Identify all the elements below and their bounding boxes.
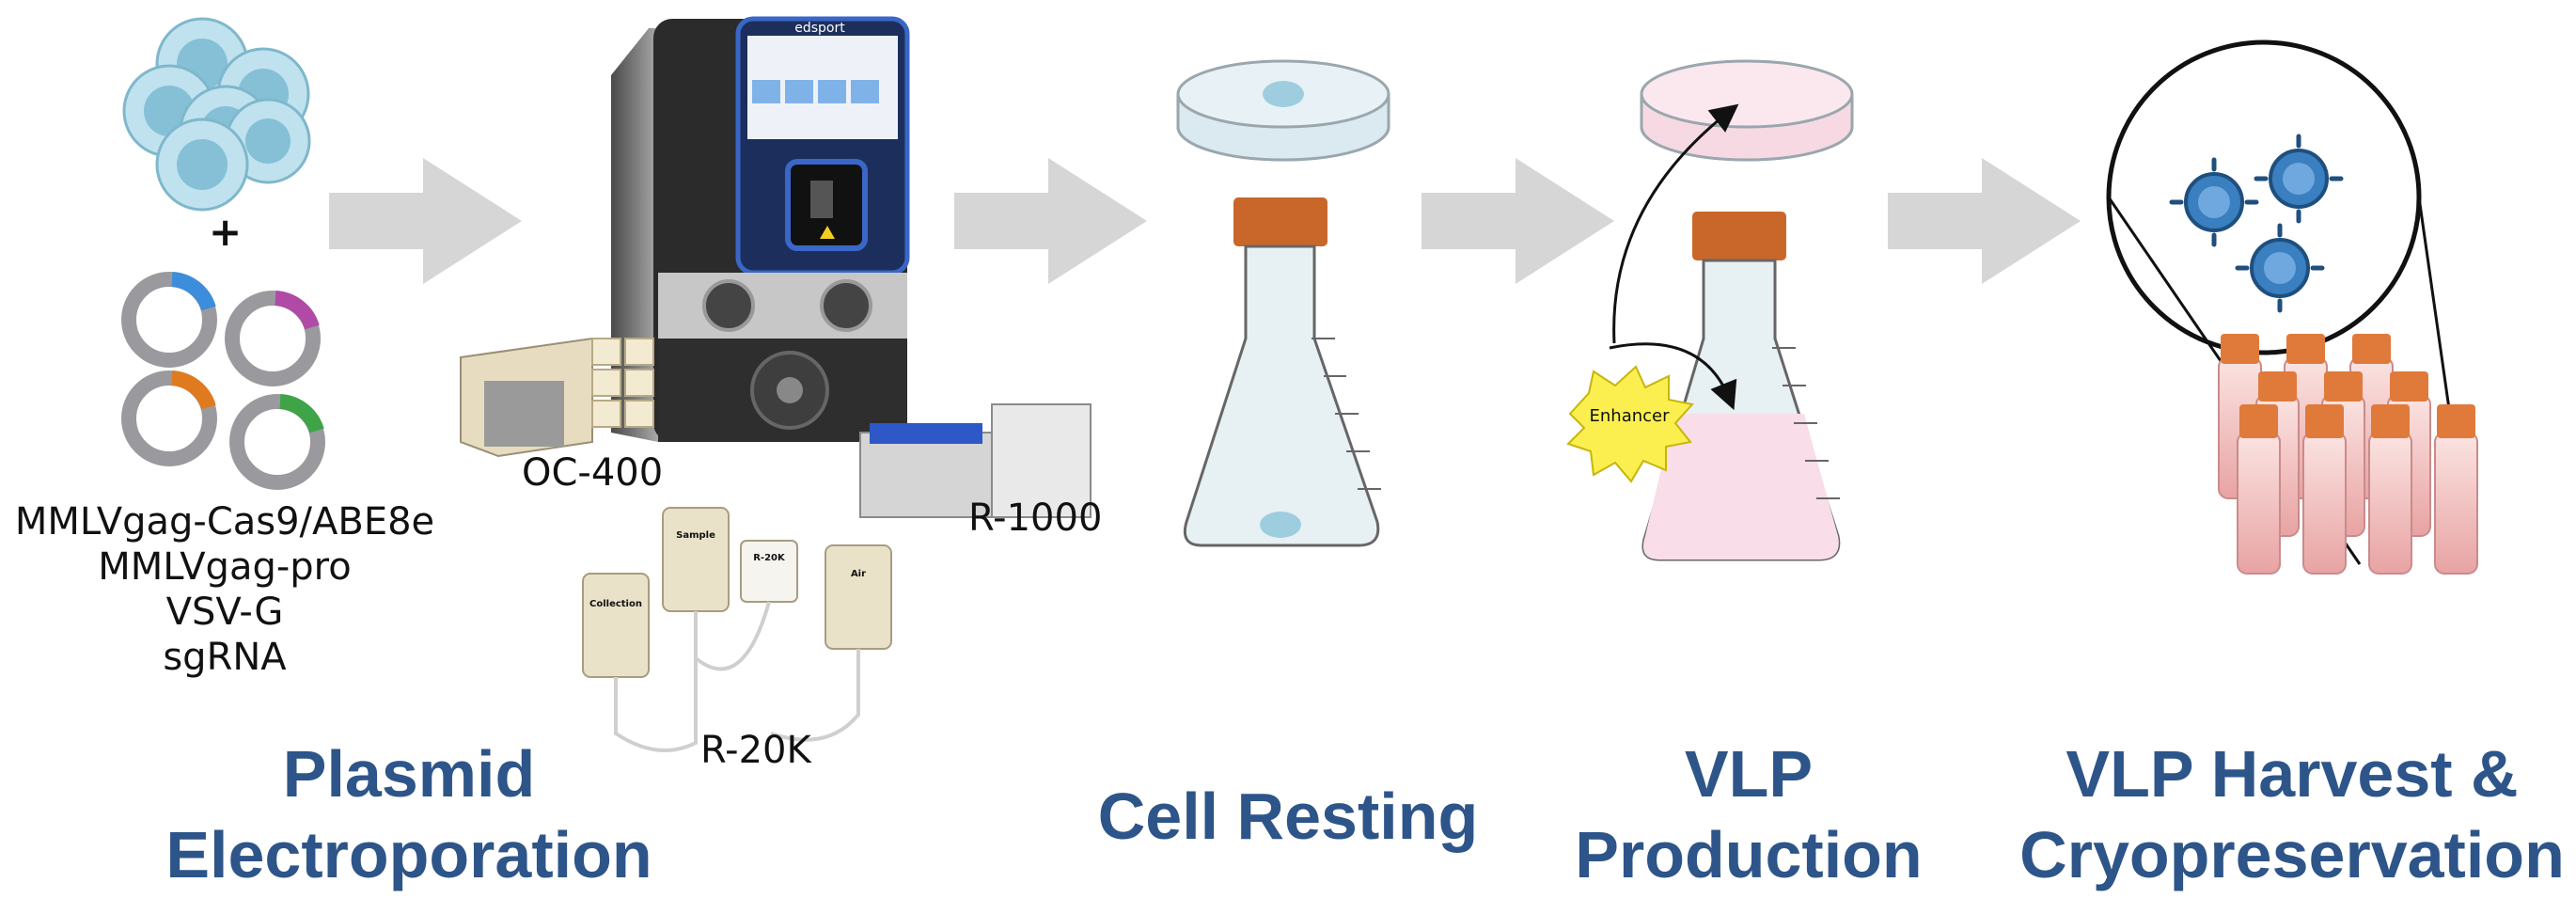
process-arrows — [329, 158, 2081, 284]
plasmid-label-2: MMLVgag-pro — [98, 545, 352, 589]
enhancer-label: Enhancer — [1590, 406, 1671, 426]
enhancer-arrow-to-flask — [1609, 342, 1737, 411]
air-bag-label: Air — [851, 569, 866, 579]
enhancer-arrow-to-dish — [1612, 103, 1739, 344]
plasmid-ring-1 — [121, 272, 217, 368]
r-20k-label: R-20K — [700, 729, 811, 772]
cryotube-rack — [2218, 334, 2478, 575]
r20k-bag-label: R-20K — [753, 553, 786, 563]
oc-400-cassette — [460, 337, 654, 458]
process-arrow-3 — [1422, 158, 1614, 284]
collection-bag-label: Collection — [589, 599, 642, 609]
step-title-vlp-harvest: VLP Harvest & Cryopreservation — [2012, 733, 2572, 895]
plasmid-ring-2 — [225, 291, 321, 386]
plus-sign: + — [209, 209, 243, 255]
r20k-bag — [740, 540, 798, 603]
collection-bag — [582, 573, 650, 678]
r-1000-cartridge — [859, 403, 1092, 518]
r-1000-label: R-1000 — [968, 496, 1103, 540]
virus-particle-3 — [2250, 238, 2310, 298]
vlp-magnifier — [2106, 39, 2456, 565]
step-1-line-2: Electroporation — [165, 818, 652, 891]
plasmid-label-3: VSV-G — [165, 591, 284, 634]
step-2-line-1: Cell Resting — [1097, 780, 1479, 853]
step-title-cell-resting: Cell Resting — [1072, 776, 1504, 857]
sample-bag-label: Sample — [676, 530, 715, 541]
step-title-vlp-production: VLP Production — [1561, 733, 1937, 895]
petri-dish-resting — [1176, 59, 1390, 162]
step-4-line-1: VLP Harvest & — [2066, 737, 2519, 811]
process-arrow-1 — [329, 158, 522, 284]
virus-particle-2 — [2269, 149, 2329, 209]
plasmid-ring-3 — [121, 370, 217, 466]
process-arrow-4 — [1888, 158, 2081, 284]
step-3-line-2: Production — [1575, 818, 1923, 891]
electroporation-device: edsport — [611, 16, 910, 442]
device-brand-label: edsport — [794, 21, 845, 36]
air-bag — [825, 544, 892, 650]
flask-production — [1641, 212, 1841, 561]
enhancer-burst: Enhancer — [1566, 365, 1694, 483]
bag-set: Collection Sample R-20K Air — [582, 507, 892, 752]
step-title-plasmid-electroporation: Plasmid Electroporation — [141, 733, 677, 895]
step-3-line-1: VLP — [1684, 737, 1814, 811]
plasmid-ring-4 — [229, 394, 325, 490]
cell-cluster — [122, 17, 311, 212]
flask-resting — [1183, 197, 1381, 547]
plasmid-label-1: MMLVgag-Cas9/ABE8e — [14, 500, 435, 544]
step-4-line-2: Cryopreservation — [2019, 818, 2565, 891]
virus-particle-1 — [2184, 172, 2244, 232]
process-arrow-2 — [954, 158, 1147, 284]
sample-bag — [662, 507, 730, 612]
step-1-line-1: Plasmid — [282, 737, 536, 811]
oc-400-label: OC-400 — [522, 451, 664, 495]
plasmid-label-4: sgRNA — [163, 636, 287, 679]
plasmid-set — [121, 272, 325, 490]
petri-dish-production — [1640, 59, 1854, 162]
